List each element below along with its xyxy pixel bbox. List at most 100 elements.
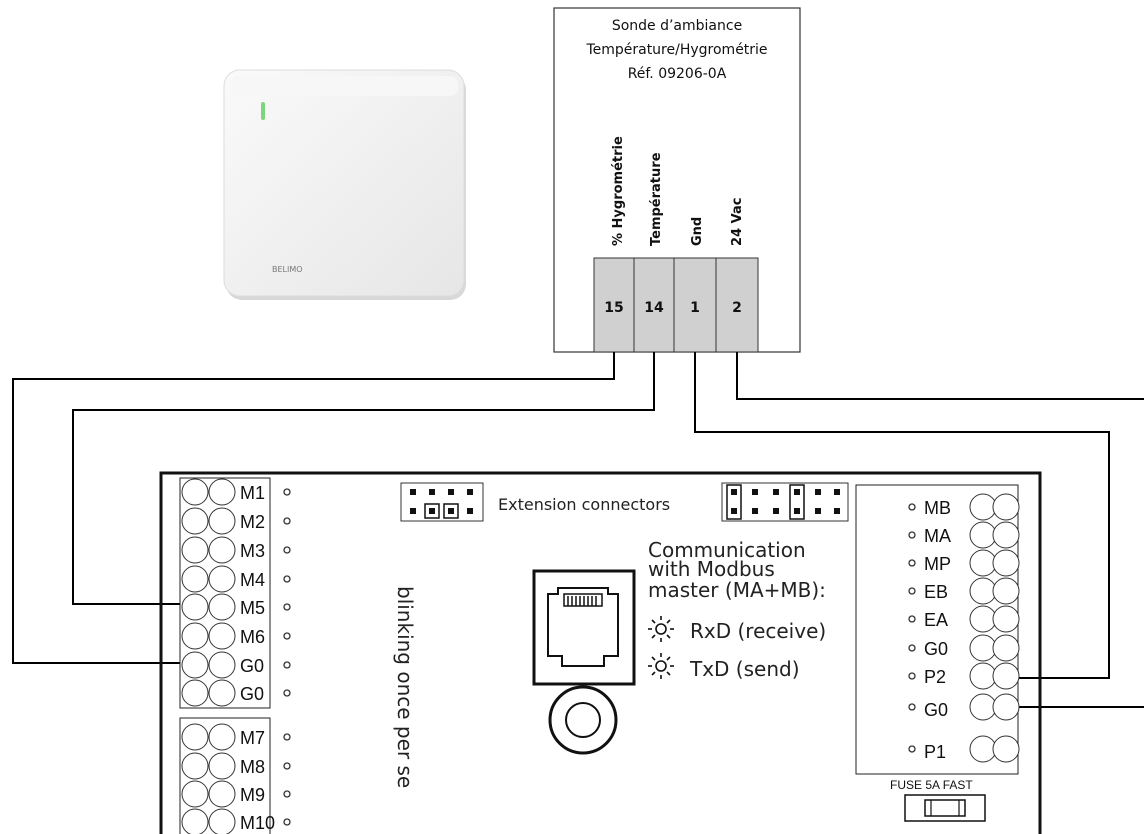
terminal-g0-r1: G0	[924, 639, 948, 659]
connector-pin-icon	[752, 489, 758, 495]
txd-label: TxD (send)	[689, 657, 800, 681]
extension-connector-right	[721, 482, 849, 522]
terminal-screw-icon	[992, 735, 1020, 763]
terminal-p2: P2	[924, 667, 946, 687]
sensor-title-line1: Sonde d’ambiance	[612, 18, 742, 34]
sensor-title-line2: Température/Hygrométrie	[585, 42, 767, 58]
terminal-ma: MA	[924, 526, 951, 546]
terminal-p1: P1	[924, 742, 946, 762]
fuse-icon	[904, 794, 986, 822]
terminal-dot-icon	[908, 503, 916, 511]
terminal-dot-icon	[283, 762, 291, 770]
terminal-screw-icon	[969, 634, 997, 662]
terminal-mp: MP	[924, 554, 951, 574]
connector-pin-icon	[752, 508, 758, 514]
terminal-m4: M4	[240, 570, 265, 590]
terminal-screw-icon	[181, 679, 209, 707]
terminal-dot-icon	[283, 689, 291, 697]
connector-pin-icon	[834, 489, 840, 495]
connector-pin-icon	[773, 489, 779, 495]
wire-gnd-p2	[694, 352, 1110, 679]
terminal-label-hygrometrie: % Hygrométrie	[611, 136, 626, 246]
terminal-screw-icon	[181, 478, 209, 506]
terminal-screw-icon	[969, 549, 997, 577]
sensor-terminal-block: 15 14 1 2	[593, 257, 759, 353]
terminal-label-gnd: Gnd	[690, 217, 705, 246]
terminal-screw-icon	[181, 507, 209, 535]
connector-pin-icon	[815, 489, 821, 495]
extension-connector-left	[400, 482, 484, 522]
terminal-screw-icon	[992, 634, 1020, 662]
terminal-screw-icon	[208, 593, 236, 621]
terminal-dot-icon	[908, 672, 916, 680]
sensor-device-image: BELIMO	[223, 69, 466, 300]
terminal-dot-icon	[908, 745, 916, 753]
wire-hygrometrie-m6	[12, 352, 615, 664]
connector-pin-icon	[467, 508, 473, 514]
connector-pin-icon	[429, 489, 435, 495]
terminal-m2: M2	[240, 512, 265, 532]
terminal-m8: M8	[240, 757, 265, 777]
terminal-screw-icon	[992, 577, 1020, 605]
terminal-dot-icon	[283, 603, 291, 611]
terminal-screw-icon	[969, 735, 997, 763]
terminal-g0-r2: G0	[924, 700, 948, 720]
terminal-screw-icon	[992, 693, 1020, 721]
terminal-dot-icon	[283, 546, 291, 554]
terminal-screw-icon	[969, 521, 997, 549]
connector-pin-icon	[410, 508, 416, 514]
terminal-dot-icon	[908, 559, 916, 567]
terminal-number-15: 15	[604, 300, 623, 316]
connector-pin-icon	[794, 489, 800, 495]
connector-pin-icon	[467, 489, 473, 495]
terminal-screw-icon	[208, 622, 236, 650]
terminal-screw-icon	[992, 549, 1020, 577]
terminal-screw-icon	[181, 780, 209, 808]
terminal-dot-icon	[908, 644, 916, 652]
terminal-dot-icon	[908, 531, 916, 539]
connector-pin-icon	[834, 508, 840, 514]
terminal-screw-icon	[208, 507, 236, 535]
terminal-screw-icon	[992, 493, 1020, 521]
comm-line-1: Communication	[648, 538, 806, 562]
rj45-port-icon	[532, 569, 636, 755]
terminal-dot-icon	[283, 575, 291, 583]
terminal-screw-icon	[181, 808, 209, 834]
terminal-screw-icon	[181, 593, 209, 621]
terminal-dot-icon	[283, 488, 291, 496]
terminal-screw-icon	[208, 752, 236, 780]
terminal-screw-icon	[208, 478, 236, 506]
terminal-mb: MB	[924, 498, 951, 518]
terminal-screw-icon	[969, 577, 997, 605]
extension-connectors-label: Extension connectors	[498, 495, 670, 514]
connector-pin-icon	[731, 489, 737, 495]
terminal-screw-icon	[992, 662, 1020, 690]
terminal-screw-icon	[208, 651, 236, 679]
blinking-text: blinking once per se	[393, 586, 417, 788]
terminal-screw-icon	[181, 651, 209, 679]
terminal-screw-icon	[181, 536, 209, 564]
terminal-screw-icon	[992, 521, 1020, 549]
rxd-led-icon	[648, 616, 674, 642]
txd-led-icon	[648, 653, 674, 679]
connector-pin-icon	[815, 508, 821, 514]
connector-jumper-icon	[789, 484, 805, 520]
sensor-schematic: Sonde d’ambiance Température/Hygrométrie…	[553, 7, 801, 353]
terminal-screw-icon	[969, 493, 997, 521]
comm-line-3: master (MA+MB):	[648, 578, 826, 602]
terminal-m7: M7	[240, 728, 265, 748]
terminal-dot-icon	[908, 587, 916, 595]
connector-pin-icon	[773, 508, 779, 514]
terminal-screw-icon	[181, 622, 209, 650]
terminal-screw-icon	[208, 679, 236, 707]
terminal-screw-icon	[208, 780, 236, 808]
connector-pin-icon	[731, 508, 737, 514]
terminal-m6: M6	[240, 627, 265, 647]
terminal-dot-icon	[283, 818, 291, 826]
terminal-screw-icon	[181, 752, 209, 780]
terminal-number-1: 1	[690, 300, 700, 316]
terminal-screw-icon	[208, 536, 236, 564]
terminal-dot-icon	[283, 517, 291, 525]
sensor-led-icon	[261, 102, 265, 120]
